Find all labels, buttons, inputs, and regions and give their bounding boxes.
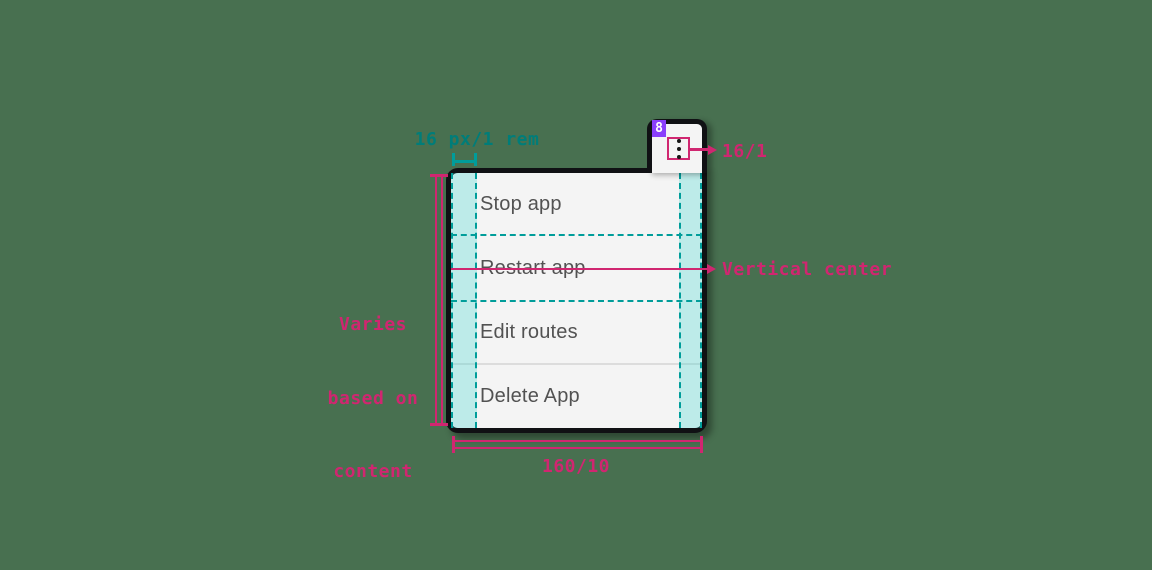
overflow-menu: Stop app Restart app Edit routes Delete … bbox=[446, 168, 707, 433]
vertical-center-line bbox=[451, 267, 708, 270]
overflow-menu-inner: Stop app Restart app Edit routes Delete … bbox=[451, 173, 702, 428]
width-dimension-cap-right bbox=[700, 436, 703, 453]
vertical-center-arrowhead-icon bbox=[707, 264, 716, 274]
menu-item-label: Stop app bbox=[480, 193, 562, 215]
height-label-line: Varies bbox=[338, 314, 408, 335]
padding-label: 16 px/1 rem bbox=[414, 129, 540, 150]
menu-item-label: Edit routes bbox=[480, 320, 578, 343]
kebab-menu-icon bbox=[676, 138, 681, 159]
width-label: 160/10 bbox=[541, 456, 611, 477]
icon-measure-box bbox=[667, 137, 690, 160]
menu-item-delete-app[interactable]: Delete App bbox=[451, 364, 702, 428]
width-dimension-cap-left bbox=[452, 436, 455, 453]
menu-item-stop-app[interactable]: Stop app bbox=[451, 173, 702, 236]
padding-bracket-tick-right bbox=[474, 153, 477, 166]
menu-item-label: Delete App bbox=[480, 384, 580, 407]
button-size-leader-line bbox=[690, 148, 709, 151]
height-dimension-line bbox=[435, 176, 443, 424]
vertical-center-label: Vertical center bbox=[722, 259, 893, 280]
spec-step-badge: 8 bbox=[652, 120, 666, 137]
padding-bracket-tick-left bbox=[452, 153, 455, 166]
height-label: Varies based on content bbox=[318, 264, 428, 534]
height-label-line: based on bbox=[327, 387, 419, 409]
height-dimension-cap-top bbox=[430, 174, 448, 177]
kebab-dot bbox=[676, 154, 681, 159]
kebab-dot bbox=[676, 138, 681, 143]
width-dimension-line bbox=[453, 440, 702, 449]
button-size-arrowhead-icon bbox=[708, 144, 717, 155]
row-guide-bottom bbox=[451, 300, 702, 302]
kebab-dot bbox=[676, 146, 681, 151]
height-dimension-cap-bottom bbox=[430, 423, 448, 426]
button-size-label: 16/1 bbox=[722, 141, 768, 162]
row-guide-top bbox=[451, 234, 702, 236]
height-label-line: content bbox=[333, 461, 413, 482]
menu-item-edit-routes[interactable]: Edit routes bbox=[451, 300, 702, 364]
padding-bracket-bar bbox=[452, 160, 477, 163]
menu-divider bbox=[451, 363, 702, 365]
